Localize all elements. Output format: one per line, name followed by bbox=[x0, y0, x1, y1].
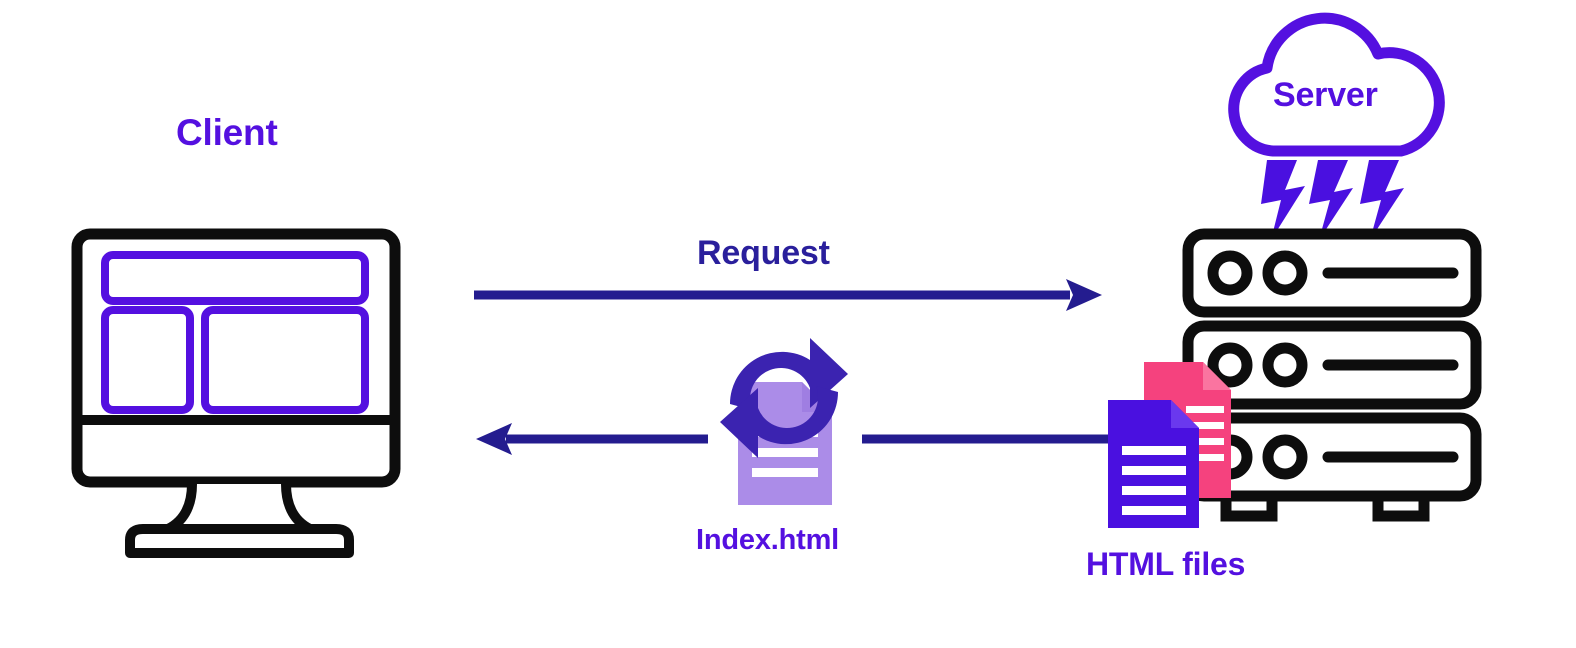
server-rack-unit bbox=[1182, 228, 1482, 318]
monitor-block-sidebar bbox=[101, 306, 194, 414]
server-indicator-light bbox=[1262, 342, 1308, 388]
index-html-label: Index.html bbox=[696, 524, 840, 556]
response-arrow bbox=[470, 418, 710, 460]
html-files-label: HTML files bbox=[1086, 546, 1246, 582]
sync-document-line bbox=[752, 468, 818, 477]
lightning-bolt-icon bbox=[1360, 160, 1404, 240]
server-indicator-light bbox=[1207, 342, 1253, 388]
lightning-bolt-icon bbox=[1309, 160, 1353, 240]
server-indicator-light bbox=[1207, 250, 1253, 296]
server-rack-unit bbox=[1182, 320, 1482, 410]
document-sync-icon bbox=[690, 300, 875, 515]
monitor-base bbox=[125, 524, 354, 558]
server-foot bbox=[1372, 496, 1430, 522]
server-foot bbox=[1220, 496, 1278, 522]
client-label: Client bbox=[176, 112, 278, 153]
server-label: Server bbox=[1273, 76, 1378, 114]
desktop-monitor-icon bbox=[60, 222, 420, 562]
server-rack-unit bbox=[1182, 412, 1482, 502]
server-rack-icon bbox=[1180, 228, 1490, 528]
sync-document-line bbox=[752, 448, 818, 457]
monitor-neck bbox=[163, 483, 315, 534]
server-indicator-light bbox=[1262, 434, 1308, 480]
purple-document bbox=[1108, 400, 1199, 528]
request-arrow bbox=[470, 275, 1110, 317]
server-indicator-light bbox=[1262, 250, 1308, 296]
request-label: Request bbox=[697, 234, 830, 272]
response-connector-line bbox=[862, 418, 1112, 460]
response-arrow-head bbox=[476, 423, 512, 455]
sync-arrow-bottom bbox=[720, 386, 839, 458]
monitor-block-content bbox=[201, 306, 369, 414]
request-arrow-head bbox=[1066, 279, 1102, 311]
documents-stack-icon bbox=[1100, 358, 1250, 533]
monitor-block-header bbox=[101, 251, 369, 305]
cloud-icon bbox=[1205, 12, 1475, 240]
cloud-outline bbox=[1228, 12, 1445, 157]
lightning-bolt-icon bbox=[1261, 160, 1305, 240]
